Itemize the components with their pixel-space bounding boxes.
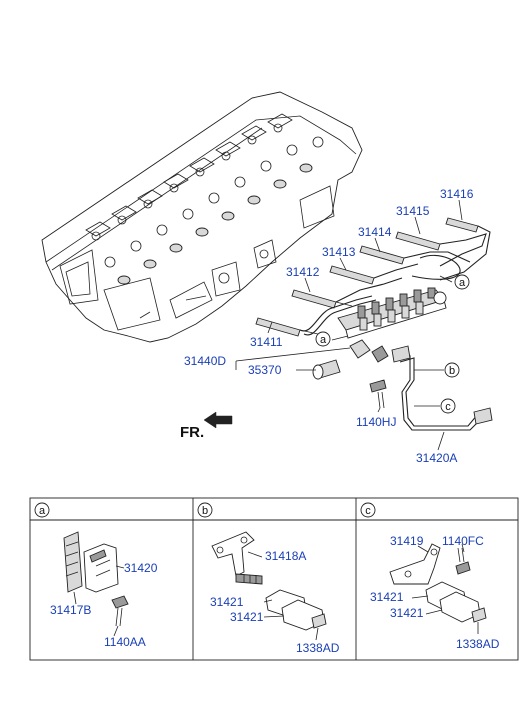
label-31417b: 31417B xyxy=(50,603,91,617)
return-pipe-31420a xyxy=(391,345,493,431)
panel-a-header: a xyxy=(34,502,50,518)
injector-31411 xyxy=(255,317,319,337)
panel-c: c 31419 1140FC 31421 31421 xyxy=(360,502,500,651)
main-part-labels: 31416 31415 31414 31413 31412 31411 3144… xyxy=(184,187,474,465)
svg-text:b: b xyxy=(202,505,208,517)
injector-31416 xyxy=(445,217,479,233)
label-31412: 31412 xyxy=(286,265,320,279)
injector-31415 xyxy=(395,231,441,251)
label-31415: 31415 xyxy=(396,204,430,218)
callout-a-main-2: a xyxy=(315,331,331,347)
svg-text:a: a xyxy=(459,277,466,289)
bolt-1140hj xyxy=(369,379,387,409)
label-1338ad-c: 1338AD xyxy=(456,637,500,651)
label-35370: 35370 xyxy=(248,363,282,377)
panel-a: a 31420 31417B 1140AA xyxy=(34,502,158,649)
callout-a-main: a xyxy=(454,274,470,290)
label-31414: 31414 xyxy=(358,225,392,239)
callout-b-main: b xyxy=(444,362,460,378)
label-31411: 31411 xyxy=(250,335,283,349)
detail-panels xyxy=(29,497,519,661)
fr-label: FR. xyxy=(180,424,204,441)
injectors xyxy=(255,217,479,337)
callout-c-main: c xyxy=(440,398,456,414)
svg-text:a: a xyxy=(320,334,327,346)
bracket-31419 xyxy=(389,543,441,585)
nut-1338ad-c xyxy=(471,607,487,623)
label-1140aa: 1140AA xyxy=(104,635,146,649)
front-arrow-icon xyxy=(203,411,233,429)
pressure-sensor-35370 xyxy=(312,359,341,380)
clamp-31417b xyxy=(63,531,83,593)
injector-31414 xyxy=(359,245,405,265)
svg-text:c: c xyxy=(365,505,371,517)
label-1140hj: 1140HJ xyxy=(356,415,396,429)
svg-text:b: b xyxy=(449,365,455,377)
injector-31413 xyxy=(329,265,375,285)
label-31420a: 31420A xyxy=(416,451,457,465)
front-direction-indicator: FR. xyxy=(180,411,233,441)
fuel-lines xyxy=(299,225,491,336)
label-31421-b2: 31421 xyxy=(230,610,264,624)
common-rail xyxy=(337,287,447,363)
label-31419: 31419 xyxy=(390,534,424,548)
svg-text:c: c xyxy=(445,401,451,413)
label-1338ad-b: 1338AD xyxy=(296,641,340,655)
label-1140fc: 1140FC xyxy=(442,534,484,548)
label-31421-b1: 31421 xyxy=(210,595,244,609)
label-31420: 31420 xyxy=(124,561,158,575)
bolt-1140aa xyxy=(111,595,129,627)
nut-1338ad xyxy=(311,613,327,629)
panel-b-header: b xyxy=(197,502,213,518)
bracket-31418a xyxy=(211,531,255,577)
label-31416: 31416 xyxy=(440,187,474,201)
panel-c-header: c xyxy=(360,502,376,518)
label-31421-c1: 31421 xyxy=(370,590,404,604)
label-31413: 31413 xyxy=(322,245,356,259)
label-31421-c2: 31421 xyxy=(390,606,424,620)
svg-text:a: a xyxy=(39,505,46,517)
stud-bolt xyxy=(235,573,263,585)
label-31440d: 31440D xyxy=(184,354,226,368)
panel-b: b 31418A 31421 31421 1338AD xyxy=(197,502,340,655)
cylinder-head xyxy=(41,91,363,343)
clamp-31420 xyxy=(83,543,119,593)
label-31418a: 31418A xyxy=(265,549,306,563)
leader-lines xyxy=(235,199,463,451)
bolt-1140fc xyxy=(455,547,471,575)
